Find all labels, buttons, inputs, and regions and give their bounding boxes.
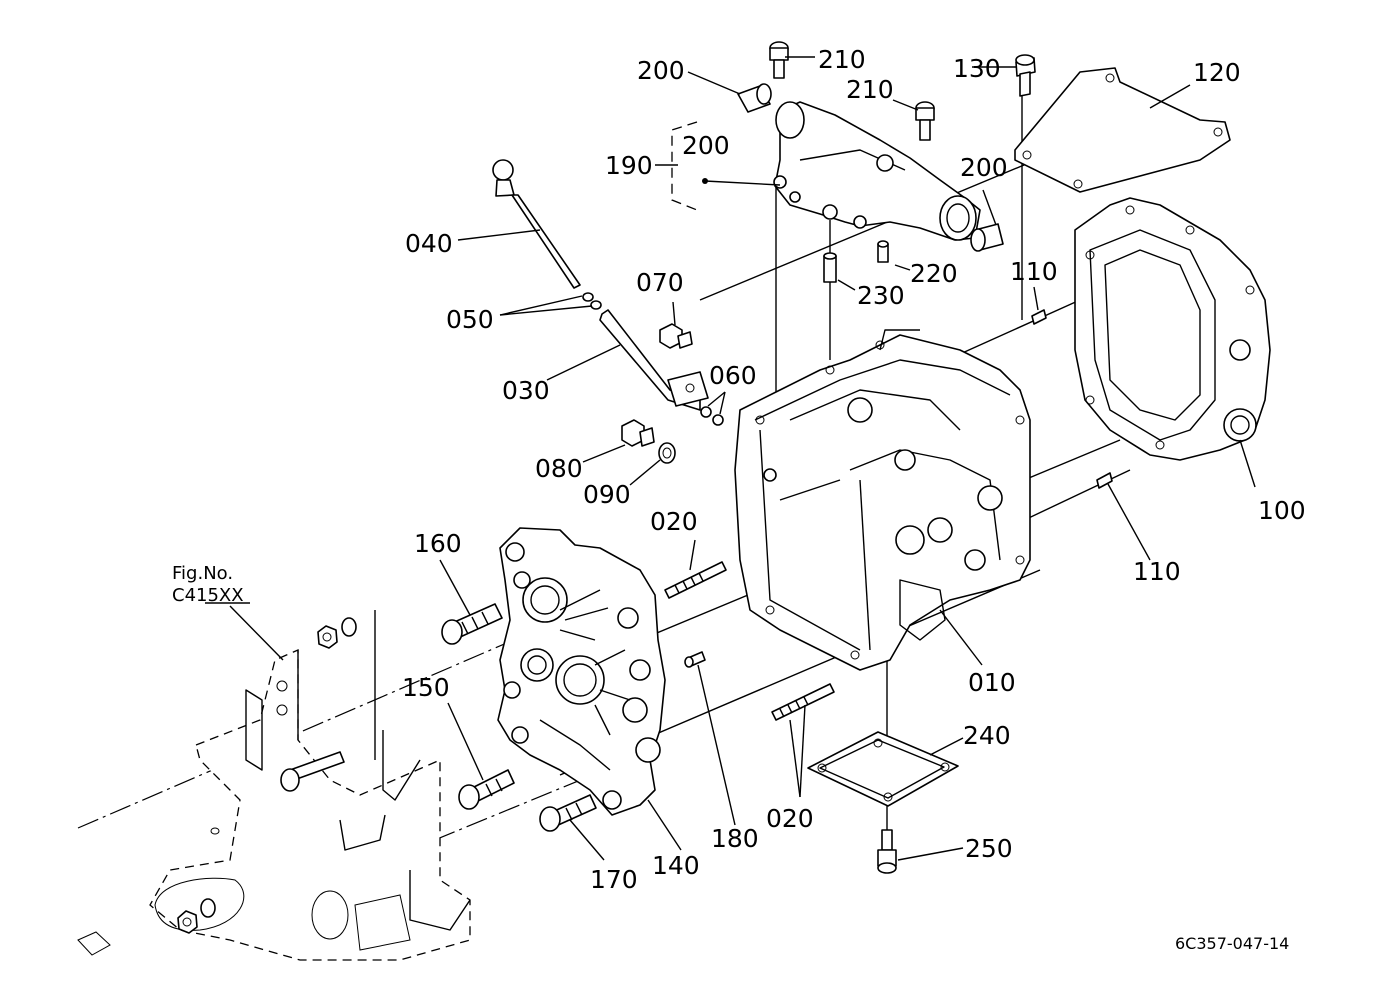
callout-080: 080	[535, 454, 583, 483]
bushing-200-right	[970, 223, 1004, 252]
front-cover-140	[497, 527, 666, 816]
callout-160: 160	[414, 529, 462, 558]
callout-040: 040	[405, 229, 453, 258]
bolt-150	[458, 769, 515, 810]
drawing-code: 6C357-047-14	[1175, 934, 1289, 953]
callout-240: 240	[963, 721, 1011, 750]
callout-100: 100	[1258, 496, 1306, 525]
pin-110-lower	[1096, 472, 1113, 489]
callout-170: 170	[590, 865, 638, 894]
oring-060	[700, 406, 724, 426]
oring-050	[582, 292, 602, 310]
dipstick-040	[492, 159, 581, 289]
transmission-case-010	[734, 329, 1031, 671]
leader-lines	[205, 56, 1256, 861]
callout-labels: 210 200 210 130 120 190 200 200 220 230 …	[402, 45, 1306, 894]
callout-050: 050	[446, 305, 494, 334]
plate-120	[1014, 67, 1231, 193]
plug-070	[659, 323, 693, 349]
callout-120: 120	[1193, 58, 1241, 87]
callout-030: 030	[502, 376, 550, 405]
callout-110a: 110	[1010, 257, 1058, 286]
reference-line1: Fig.No.	[172, 563, 233, 584]
callout-210a: 210	[818, 45, 866, 74]
stud-020-lower	[771, 683, 835, 721]
pin-230	[823, 252, 837, 283]
reference-line2: C415XX	[172, 585, 244, 606]
dowel-180	[684, 651, 706, 668]
callout-070: 070	[636, 268, 684, 297]
callout-020a: 020	[650, 507, 698, 536]
pin-220	[877, 240, 889, 263]
callout-150: 150	[402, 673, 450, 702]
callout-230: 230	[857, 281, 905, 310]
tube-030	[599, 309, 709, 411]
bushing-200-top	[737, 83, 772, 113]
gasket-240	[807, 731, 959, 807]
shift-housing-190	[773, 101, 981, 241]
callout-220: 220	[910, 259, 958, 288]
plug-080	[621, 419, 655, 447]
callout-210b: 210	[846, 75, 894, 104]
stud-020-upper	[664, 561, 727, 599]
pin-110-upper	[1031, 309, 1047, 325]
bolt-210-right	[915, 101, 935, 141]
bolt-250	[877, 829, 897, 874]
callout-190: 190	[605, 151, 653, 180]
callout-140: 140	[652, 851, 700, 880]
callout-250: 250	[965, 834, 1013, 863]
callout-130: 130	[953, 54, 1001, 83]
callout-180: 180	[711, 824, 759, 853]
bolt-160	[441, 603, 503, 645]
rear-case-100	[1074, 197, 1271, 461]
frame-reference-part	[77, 610, 471, 961]
callout-020b: 020	[766, 804, 814, 833]
callout-010: 010	[968, 668, 1016, 697]
bolt-170	[539, 794, 597, 832]
callout-200b: 200	[682, 131, 730, 160]
callout-110b: 110	[1133, 557, 1181, 586]
figure-reference-note: Fig.No. C415XX	[172, 563, 244, 606]
callout-200c: 200	[960, 153, 1008, 182]
callout-090: 090	[583, 480, 631, 509]
callout-060: 060	[709, 361, 757, 390]
bolt-210-top	[769, 41, 789, 79]
callout-200a: 200	[637, 56, 685, 85]
washer-090	[658, 442, 676, 464]
bolt-130	[1015, 54, 1036, 97]
